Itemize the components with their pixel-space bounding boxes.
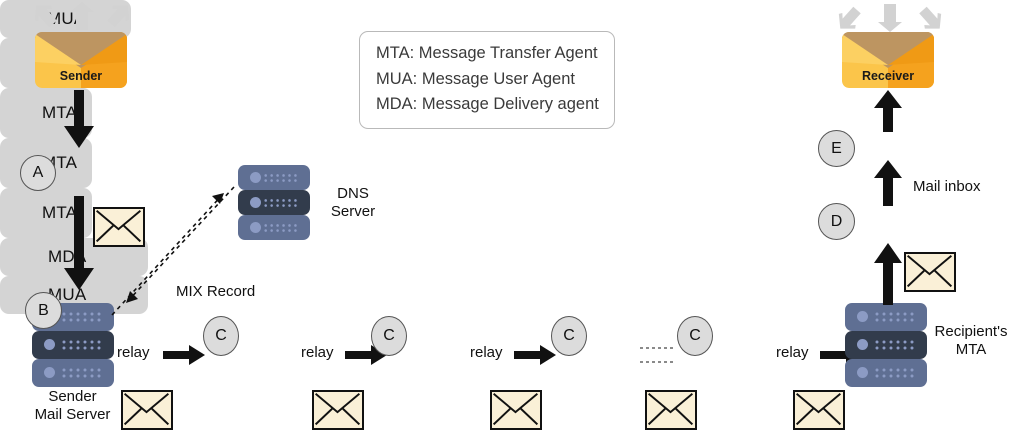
step-badge-c-4-text: C: [689, 327, 701, 344]
recipient-server-vent-2: [875, 340, 914, 350]
step-badge-b-text: B: [38, 301, 49, 319]
recipient-mta-label: Recipient's MTA: [934, 323, 1008, 358]
arrow-mua-to-sender-mail-server: [63, 196, 99, 292]
step-badge-a-text: A: [32, 164, 44, 181]
recipient-server-led-3: [857, 367, 868, 378]
recipient-server-vent-3: [875, 368, 914, 378]
dns-vent-2: [264, 199, 297, 207]
sender-envelope-icon: Sender: [35, 32, 127, 88]
dns-led-2: [250, 197, 261, 208]
mta-chain-continuation-dots: [640, 344, 676, 366]
receiver-envelope-icon: Receiver: [842, 32, 934, 88]
arrow-sender-to-mua: [63, 90, 99, 150]
dns-led-1: [250, 172, 261, 183]
step-badge-c-1: C: [203, 316, 239, 356]
step-badge-d-text: D: [830, 212, 843, 230]
sender-envelope-label: Sender: [59, 69, 103, 83]
relay-label-1: relay: [117, 344, 150, 361]
server-led-3: [44, 367, 55, 378]
mix-record-label: MIX Record: [176, 283, 256, 300]
arrow-relay-3: [514, 345, 556, 365]
step-badge-c-2: C: [371, 316, 407, 356]
relay-label-3: relay: [470, 344, 503, 361]
message-envelope-icon-4: [490, 390, 542, 430]
legend-line-mda: MDA: Message Delivery agent: [376, 95, 599, 114]
step-badge-d: D: [818, 203, 855, 240]
step-badge-c-3: C: [551, 316, 587, 356]
dns-query-arrows: [108, 185, 238, 320]
message-envelope-icon-2: [121, 390, 173, 430]
message-envelope-icon-7: [904, 252, 956, 292]
relay-label-2: relay: [301, 344, 334, 361]
relay-label-4: relay: [776, 344, 809, 361]
recipient-server-led-2: [857, 339, 868, 350]
dns-server-node[interactable]: [238, 165, 310, 241]
receiver-incoming-arrows-icon: [838, 2, 942, 32]
arrow-relay-1: [163, 345, 205, 365]
recipient-server-led-1: [857, 311, 868, 322]
server-led-2: [44, 339, 55, 350]
dns-led-3: [250, 222, 261, 233]
dns-vent-3: [264, 224, 297, 232]
message-envelope-icon-3: [312, 390, 364, 430]
step-badge-c-4: C: [677, 316, 713, 356]
step-badge-a: A: [20, 155, 56, 191]
step-badge-e-text: E: [831, 139, 842, 157]
step-badge-c-1-text: C: [215, 327, 227, 344]
recipient-mta-node[interactable]: [845, 303, 927, 387]
legend-line-mua: MUA: Message User Agent: [376, 69, 575, 88]
dns-server-label: DNS Server: [330, 185, 376, 220]
message-envelope-icon-1: [93, 207, 145, 247]
arrow-recipient-mta-to-mda: [872, 243, 904, 305]
legend-line-mta: MTA: Message Transfer Agent: [376, 44, 598, 62]
message-envelope-icon-6: [793, 390, 845, 430]
arrow-mua-to-receiver: [872, 90, 904, 132]
legend-box: MTA: Message Transfer Agent MUA: Message…: [359, 31, 615, 130]
server-vent-2: [62, 340, 101, 350]
step-badge-c-2-text: C: [383, 327, 395, 344]
dns-vent-1: [264, 174, 297, 182]
message-envelope-icon-5: [645, 390, 697, 430]
step-badge-b: B: [25, 292, 62, 329]
mta-node-4-label: MTA: [42, 203, 78, 222]
server-vent-1: [62, 312, 101, 322]
step-badge-e: E: [818, 130, 855, 167]
recipient-server-vent-1: [875, 312, 914, 322]
mta-node-2-label: MTA: [42, 103, 78, 122]
mail-inbox-label: Mail inbox: [913, 178, 981, 195]
arrow-mda-to-mua: [872, 160, 904, 206]
sender-mua-label: MUA: [47, 9, 86, 28]
server-vent-3: [62, 368, 101, 378]
step-badge-c-3-text: C: [563, 327, 575, 344]
receiver-envelope-label: Receiver: [861, 69, 915, 83]
sender-mail-server-label: Sender Mail Server: [34, 388, 111, 423]
sender-outgoing-arrows-icon: [34, 2, 130, 32]
